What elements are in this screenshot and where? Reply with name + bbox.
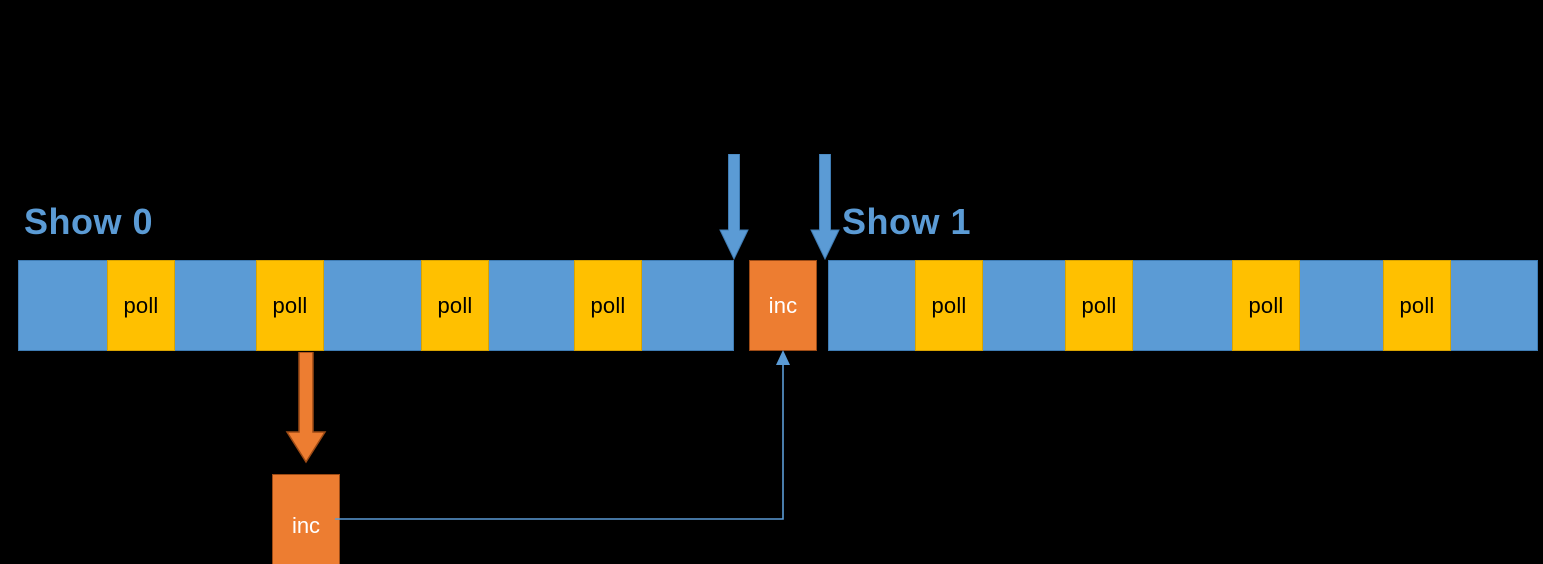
poll-block: poll [256, 260, 324, 351]
poll-block: poll [574, 260, 642, 351]
poll-block: poll [1232, 260, 1300, 351]
poll-to-inc-down-arrow-icon [285, 352, 327, 464]
poll-block: poll [915, 260, 983, 351]
poll-block: poll [1065, 260, 1133, 351]
poll-block: poll [1383, 260, 1451, 351]
inc-return-connector-arrow-icon [335, 350, 790, 520]
inc-block-inline: inc [749, 260, 817, 351]
caption-show-0: Show 0 [24, 201, 154, 242]
poll-block: poll [107, 260, 175, 351]
caption-show-1: Show 1 [842, 201, 972, 242]
frame-boundary-down-arrow-icon [810, 154, 840, 260]
poll-block: poll [421, 260, 489, 351]
frame-boundary-down-arrow-icon [719, 154, 749, 260]
inc-block-detached: inc [272, 474, 340, 564]
